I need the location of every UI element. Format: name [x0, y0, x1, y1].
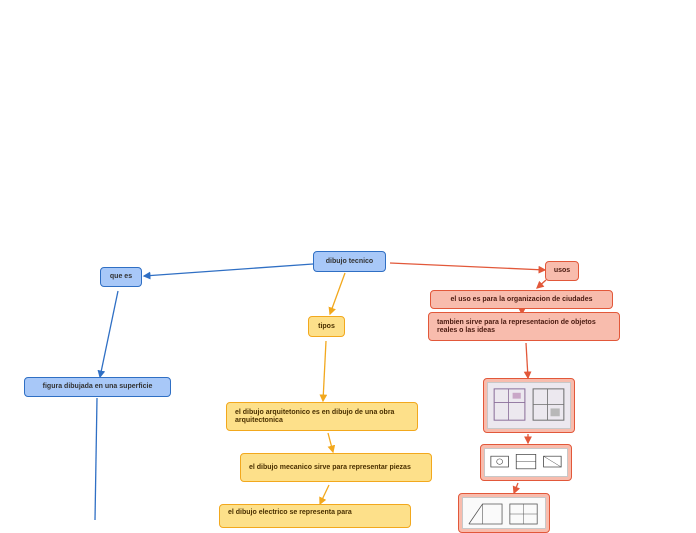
edge-figura-down [94, 397, 98, 520]
floorplan-image [487, 382, 571, 429]
root-topic-label: dibujo tecnico [325, 257, 374, 265]
edge-arq-mec [327, 432, 336, 454]
topic-uso-organizacion-label: el uso es para la organizacion de ciudad… [450, 295, 593, 303]
topic-usos-label: usos [553, 267, 571, 274]
topic-arquitectonico-label: el dibujo arquitetonico es en dibujo de … [235, 408, 395, 424]
image-node-floorplan[interactable] [483, 378, 575, 433]
topic-figura-label: figura dibujada en una superficie [42, 383, 153, 390]
topic-tambien-label: tambien sirve para la representacion de … [437, 318, 596, 334]
electrical-drawing-image [462, 497, 546, 529]
edge-root-tipos [328, 272, 346, 316]
topic-arquitectonico[interactable]: el dibujo arquitetonico es en dibujo de … [226, 402, 418, 431]
topic-usos[interactable]: usos [545, 261, 579, 281]
edge-root-usos [389, 262, 547, 274]
edge-tipos-arq [319, 340, 328, 403]
edge-img2-img3 [512, 482, 521, 495]
topic-mecanico[interactable]: el dibujo mecanico sirve para representa… [240, 453, 432, 482]
topic-que-es-label: que es [109, 273, 133, 280]
mechanical-drawing-image [484, 448, 568, 477]
image-node-mechanical[interactable] [480, 444, 572, 481]
topic-tipos-label: tipos [318, 322, 335, 330]
topic-figura[interactable]: figura dibujada en una superficie [24, 377, 171, 397]
image-node-electrical[interactable] [458, 493, 550, 533]
edge-mec-elec [319, 484, 330, 506]
topic-tipos[interactable]: tipos [308, 316, 345, 337]
topic-electrico-label: el dibujo electrico se representa para [228, 509, 352, 516]
edge-tambien-img1 [523, 342, 532, 380]
topic-electrico[interactable]: el dibujo electrico se representa para [219, 504, 411, 528]
topic-tambien[interactable]: tambien sirve para la representacion de … [428, 312, 620, 341]
topic-que-es[interactable]: que es [100, 267, 142, 287]
topic-uso-organizacion[interactable]: el uso es para la organizacion de ciudad… [430, 290, 613, 309]
edge-que-es-figura [97, 290, 119, 379]
topic-mecanico-label: el dibujo mecanico sirve para representa… [249, 463, 411, 471]
root-topic[interactable]: dibujo tecnico [313, 251, 386, 272]
edge-usos-uso [536, 279, 547, 289]
edge-root-que-es [142, 263, 314, 280]
connector-lines [94, 262, 547, 520]
